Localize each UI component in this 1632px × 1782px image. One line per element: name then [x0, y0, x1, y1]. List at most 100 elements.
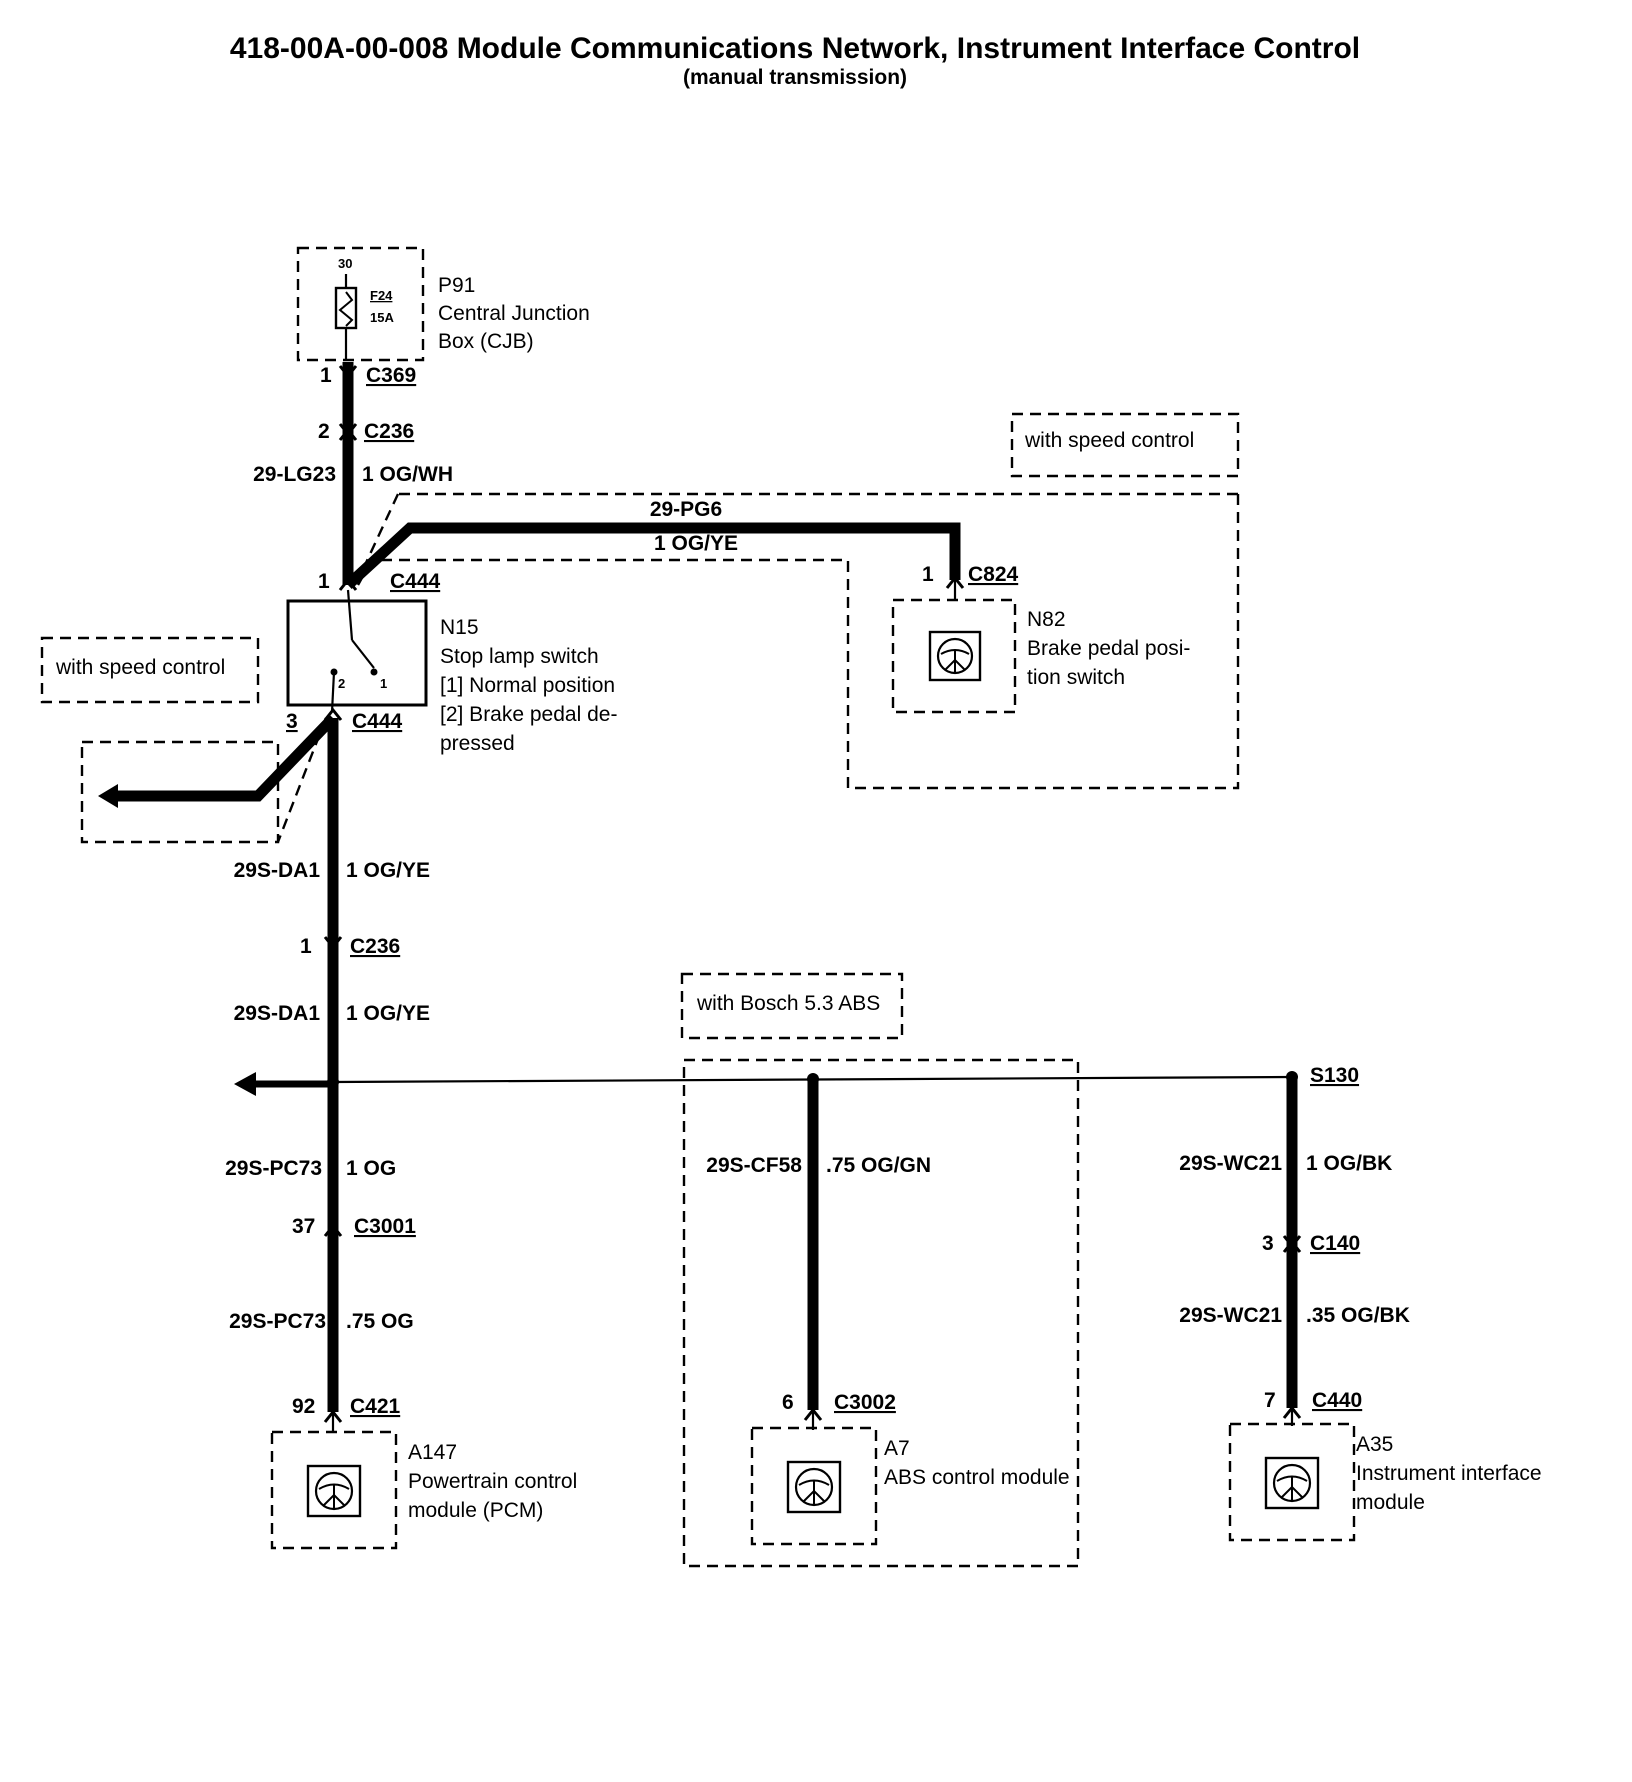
connector-c824-name: C824: [968, 563, 1019, 586]
option-bosch-abs-label-box: [680, 972, 904, 1040]
stop-lamp-switch-contact-1: [370, 668, 378, 676]
connector-c444-in-symbol: [338, 577, 358, 591]
option-speed-control-left: with speed control: [55, 656, 225, 679]
pcm-icon-frame: [306, 1464, 362, 1518]
wire-pc73-a-spec: 1 OG: [346, 1157, 396, 1180]
wire-cf58-spec: .75 OG/GN: [826, 1154, 931, 1177]
fuse-icon: [334, 286, 358, 330]
connector-c444-out-pin: 3: [286, 710, 298, 733]
brake-pedal-switch-name-2: tion switch: [1027, 666, 1125, 689]
iim-name-2: module: [1356, 1491, 1425, 1514]
option-speed-control-right-label-box: [1010, 412, 1240, 478]
connector-c236-top-pin: 2: [318, 420, 330, 443]
connector-c3001-symbol: [323, 1223, 343, 1237]
connector-c824-pin: 1: [922, 563, 934, 586]
connector-c236-bot-symbol: [323, 936, 343, 950]
cjb-id: P91: [438, 274, 475, 297]
option-speed-control-left-label-box: [40, 636, 260, 704]
stop-lamp-switch-pin-1: 1: [380, 676, 387, 691]
wire-pc73-a-circuit: 29S-PC73: [225, 1157, 322, 1180]
stop-lamp-switch-pos2-1: [2] Brake pedal de-: [440, 703, 617, 726]
stop-lamp-switch-pos1: [1] Normal position: [440, 674, 615, 697]
option-bosch-abs: with Bosch 5.3 ABS: [696, 992, 880, 1015]
cjb-name-1: Central Junction: [438, 302, 590, 325]
connector-c3002-name: C3002: [834, 1391, 896, 1414]
option-speed-control-right: with speed control: [1024, 429, 1194, 452]
connector-c421-name: C421: [350, 1395, 401, 1418]
connector-c3002-pin: 6: [782, 1391, 794, 1414]
brake-pedal-switch-box: [891, 598, 1017, 714]
wire-da1-b-spec: 1 OG/YE: [346, 1002, 430, 1025]
pcm-icon: [314, 1471, 354, 1511]
fuse-id: F24: [370, 288, 393, 303]
iim-box: [1228, 1422, 1356, 1542]
pcm-id: A147: [408, 1441, 457, 1464]
connector-c236-top-symbol: [338, 423, 358, 437]
iim-icon-frame: [1264, 1456, 1320, 1510]
stop-lamp-switch-lead-out: [330, 671, 336, 713]
option-bosch-abs-region: [682, 1058, 1080, 1568]
brake-pedal-switch-id: N82: [1027, 608, 1066, 631]
stop-lamp-switch-lead-in: [346, 589, 354, 641]
stop-lamp-switch-blade: [351, 639, 375, 669]
iim-icon: [1272, 1463, 1312, 1503]
splice-s130-name: S130: [1310, 1064, 1359, 1087]
pcm-box: [270, 1430, 398, 1550]
abs-id: A7: [884, 1437, 910, 1460]
wire-wc21-a-circuit: 29S-WC21: [1179, 1152, 1282, 1175]
diagram-title: 418-00A-00-008 Module Communications Net…: [230, 32, 1360, 65]
connector-c369-pin: 1: [320, 364, 332, 387]
connector-c421-pin: 92: [292, 1395, 315, 1418]
fuse-rating: 15A: [370, 310, 394, 325]
wire-da1-a-spec: 1 OG/YE: [346, 859, 430, 882]
abs-icon: [794, 1467, 834, 1507]
connector-c236-bot-name: C236: [350, 935, 400, 958]
connector-c140-name: C140: [1310, 1232, 1360, 1255]
connector-c3001-pin: 37: [292, 1215, 315, 1238]
connector-c440-pin: 7: [1264, 1389, 1276, 1412]
brake-pedal-switch-icon-frame: [928, 630, 982, 682]
wire-pc73-b-spec: .75 OG: [346, 1310, 414, 1333]
connector-c140-symbol2: [1282, 1239, 1302, 1253]
abs-box: [750, 1426, 878, 1546]
wire-lg23-circuit: 29-LG23: [253, 463, 336, 486]
abs-name: ABS control module: [884, 1466, 1070, 1489]
iim-name-1: Instrument interface: [1356, 1462, 1542, 1485]
wire-pg6-spec: 1 OG/YE: [654, 532, 738, 555]
pcm-name-2: module (PCM): [408, 1499, 543, 1522]
wire-speed-control-branch: [112, 714, 337, 802]
connector-c236-bot-pin: 1: [300, 935, 312, 958]
cjb-box: [296, 246, 425, 362]
connector-c140-symbol: [1282, 1235, 1302, 1249]
wire-wc21-b-circuit: 29S-WC21: [1179, 1304, 1282, 1327]
option-speed-control-left-region: [80, 740, 280, 844]
connector-c369-symbol: [338, 365, 358, 379]
cjb-name-2: Box (CJB): [438, 330, 534, 353]
connector-c236-top-name: C236: [364, 420, 414, 443]
pcm-name-1: Powertrain control: [408, 1470, 577, 1493]
wire-pg6-circuit: 29-PG6: [650, 498, 722, 521]
wire-da1-a-circuit: 29S-DA1: [234, 859, 321, 882]
wire-wc21-a-spec: 1 OG/BK: [1306, 1152, 1392, 1175]
connector-c444-out-name: C444: [352, 710, 403, 733]
cjb-pin-30: 30: [338, 256, 352, 271]
stop-lamp-switch-box: [286, 599, 428, 707]
brake-pedal-switch-name-1: Brake pedal posi-: [1027, 637, 1190, 660]
stop-lamp-switch-pos2-2: pressed: [440, 732, 515, 755]
connector-c3001-name: C3001: [354, 1215, 416, 1238]
fuse-element: [338, 291, 354, 327]
bus-left-arrow: [234, 1072, 256, 1096]
connector-c369-name: C369: [366, 364, 416, 387]
connector-c440-name: C440: [1312, 1389, 1362, 1412]
diagram-subtitle: (manual transmission): [683, 66, 907, 89]
wire-pc73-b-circuit: 29S-PC73: [229, 1310, 326, 1333]
stop-lamp-switch-pin-2: 2: [338, 676, 345, 691]
connector-c444-in-name: C444: [390, 570, 441, 593]
wire-cf58-circuit: 29S-CF58: [706, 1154, 802, 1177]
wire-pg6: [344, 522, 961, 590]
option-speed-control-right-region: [372, 492, 1240, 790]
wire-wc21-b-spec: .35 OG/BK: [1306, 1304, 1410, 1327]
wire-lg23-spec: 1 OG/WH: [362, 463, 453, 486]
connector-c444-in-pin: 1: [318, 570, 330, 593]
